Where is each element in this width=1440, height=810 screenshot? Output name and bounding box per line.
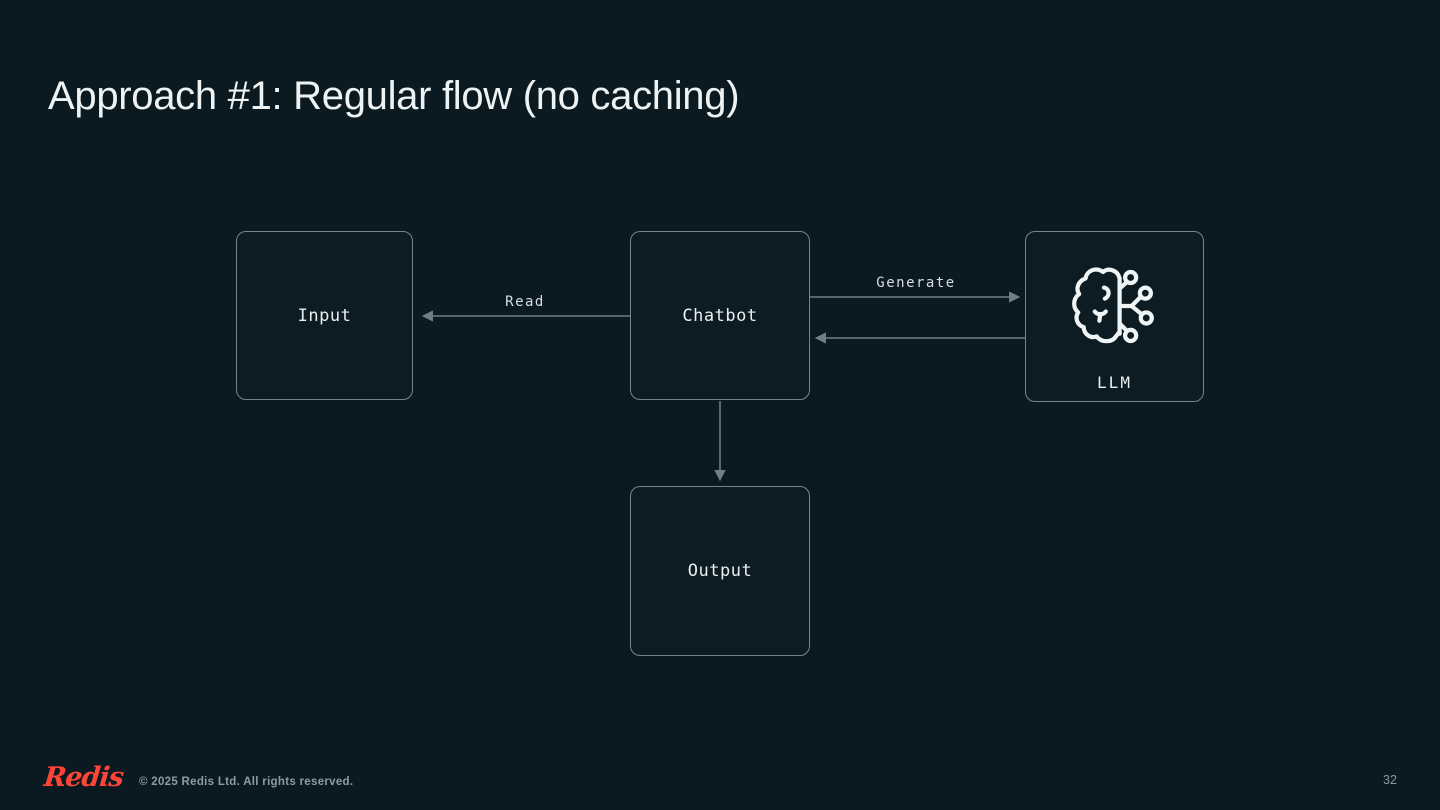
node-output: Output (630, 486, 810, 656)
node-output-label: Output (687, 561, 753, 581)
node-llm: LLM (1025, 231, 1204, 402)
brain-circuit-icon (1069, 260, 1161, 357)
page-number: 32 (1383, 773, 1397, 787)
node-input-label: Input (297, 305, 352, 326)
node-input: Input (236, 231, 413, 400)
edge-generate-label: Generate (876, 275, 956, 291)
node-llm-label: LLM (1097, 373, 1132, 392)
copyright-text: © 2025 Redis Ltd. All rights reserved. (139, 776, 354, 788)
redis-logo: Redis (42, 762, 125, 793)
node-chatbot-label: Chatbot (682, 305, 758, 326)
slide-title: Approach #1: Regular flow (no caching) (48, 74, 740, 118)
edge-read-label: Read (505, 294, 545, 310)
node-chatbot: Chatbot (630, 231, 810, 400)
